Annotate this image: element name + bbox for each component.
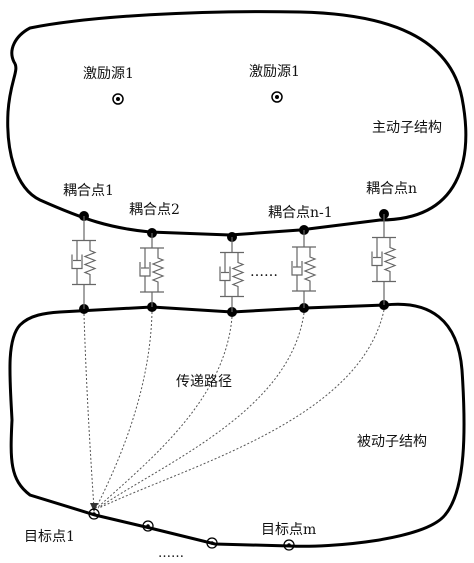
transfer-path-arrowhead	[90, 503, 98, 512]
passive-substructure-label: 被动子结构	[357, 434, 427, 450]
transfer-path-line	[97, 312, 305, 509]
target-point-1-label: 目标点1	[24, 529, 75, 545]
target-point-marker	[142, 520, 154, 532]
target-ellipsis: ……	[158, 546, 184, 561]
target-points	[88, 508, 295, 551]
target-point-m-label: 目标点m	[261, 522, 316, 538]
spring-damper-group	[71, 214, 397, 312]
excitation-source-2-marker	[271, 91, 283, 103]
transfer-path-line	[83, 313, 95, 509]
excitation-source-2-label: 激励源1	[249, 63, 300, 80]
spring-damper	[291, 230, 317, 308]
spring-damper	[219, 237, 245, 312]
coupling-point-1-label: 耦合点1	[63, 183, 114, 199]
transfer-paths	[83, 309, 385, 509]
transfer-path-line	[98, 309, 385, 509]
passive-substructure-outline	[8, 302, 466, 548]
coupling-point-n-minus-1-label: 耦合点n-1	[268, 205, 333, 221]
active-substructure-label: 主动子结构	[372, 120, 442, 136]
transfer-path-label: 传递路径	[176, 374, 232, 390]
transfer-path-line	[96, 316, 233, 509]
coupling-point-2-label: 耦合点2	[129, 202, 180, 218]
spring-damper	[371, 214, 397, 305]
excitation-source-1-label: 激励源1	[83, 65, 134, 82]
spring-damper	[71, 216, 97, 309]
active-substructure-outline	[6, 10, 468, 237]
transfer-path-line	[95, 311, 153, 509]
target-point-marker	[206, 537, 218, 549]
spring-damper	[139, 233, 165, 307]
spring-ellipsis: ……	[250, 264, 278, 280]
target-point-marker	[88, 508, 100, 520]
target-point-marker	[283, 539, 295, 551]
coupling-point-n-label: 耦合点n	[366, 181, 417, 197]
excitation-source-1-marker	[112, 93, 124, 105]
